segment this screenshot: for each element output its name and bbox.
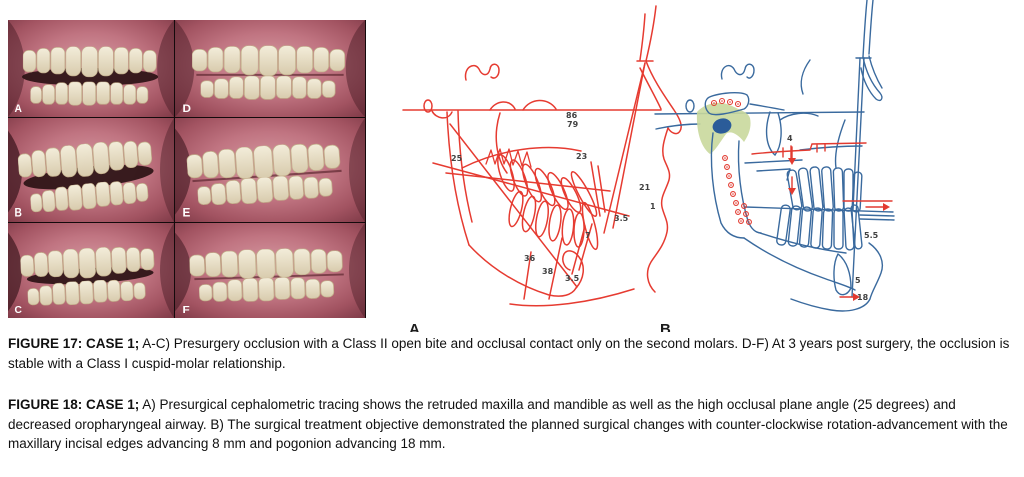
- lower-teeth-outline: [776, 204, 863, 251]
- photo-c-lateral-open-bite: C: [8, 223, 174, 318]
- annotation-18: 18: [857, 293, 869, 302]
- condyle-marker: [712, 118, 732, 134]
- screw-markers-ramus: [722, 155, 752, 225]
- photo-label: A: [15, 103, 23, 115]
- photo-d-frontal-postop: D: [175, 20, 365, 117]
- annotation-79: 79: [567, 120, 579, 129]
- annotation-5-5: 5.5: [864, 231, 879, 240]
- panel-label-b: B: [660, 321, 671, 332]
- photo-grid-figure17: A D B: [8, 20, 366, 318]
- tracing-b-treatment-objective-blue: 4 5.5 5 18: [654, 0, 895, 312]
- annotation-25: 25: [451, 154, 463, 163]
- photo-a-frontal-open-bite: A: [8, 20, 174, 117]
- annotation-21: 21: [639, 183, 651, 192]
- photo-label: F: [182, 305, 189, 316]
- caption-figure-18: FIGURE 18: CASE 1; A) Presurgical cephal…: [8, 395, 1016, 454]
- annotation-23: 23: [576, 152, 587, 161]
- caption-17-text: A-C) Presurgery occlusion with a Class I…: [8, 336, 1010, 371]
- annotation-3-5-upper: 3.5: [614, 214, 629, 223]
- annotation-1: 1: [650, 202, 656, 211]
- caption-18-label: FIGURE 18: CASE 1;: [8, 397, 140, 412]
- annotation-86: 86: [566, 111, 578, 120]
- annotation-38: 38: [542, 267, 554, 276]
- photo-label: B: [15, 207, 23, 220]
- annotation-3-5-lower: 3.5: [565, 274, 580, 283]
- photo-f-lateral-postop: F: [175, 223, 365, 318]
- cephalometric-tracings: 86 79 25 23 21 1 3.5 7 36 38 3.5: [402, 0, 895, 332]
- fixation-plate: [704, 92, 750, 116]
- surgical-move-annotations: [751, 142, 893, 301]
- panel-label-a: A: [409, 321, 420, 332]
- caption-18-text: A) Presurgical cephalometric tracing sho…: [8, 397, 1008, 452]
- annotation-7: 7: [585, 231, 591, 240]
- tracing-a-presurgical-red: 86 79 25 23 21 1 3.5 7 36 38 3.5: [402, 5, 682, 307]
- annotation-36: 36: [524, 254, 536, 263]
- photo-label: C: [15, 305, 23, 316]
- upper-teeth-outline: [786, 166, 863, 213]
- photo-label: E: [182, 207, 190, 220]
- caption-17-label: FIGURE 17: CASE 1;: [8, 336, 140, 351]
- screw-markers-plate: [710, 97, 742, 108]
- annotation-4: 4: [787, 134, 793, 143]
- photo-b-lateral-open-bite: B: [8, 118, 174, 222]
- photo-label: D: [182, 103, 190, 114]
- photo-e-lateral-postop: E: [175, 118, 365, 222]
- caption-figure-17: FIGURE 17: CASE 1; A-C) Presurgery occlu…: [8, 334, 1016, 373]
- annotation-5: 5: [855, 276, 861, 285]
